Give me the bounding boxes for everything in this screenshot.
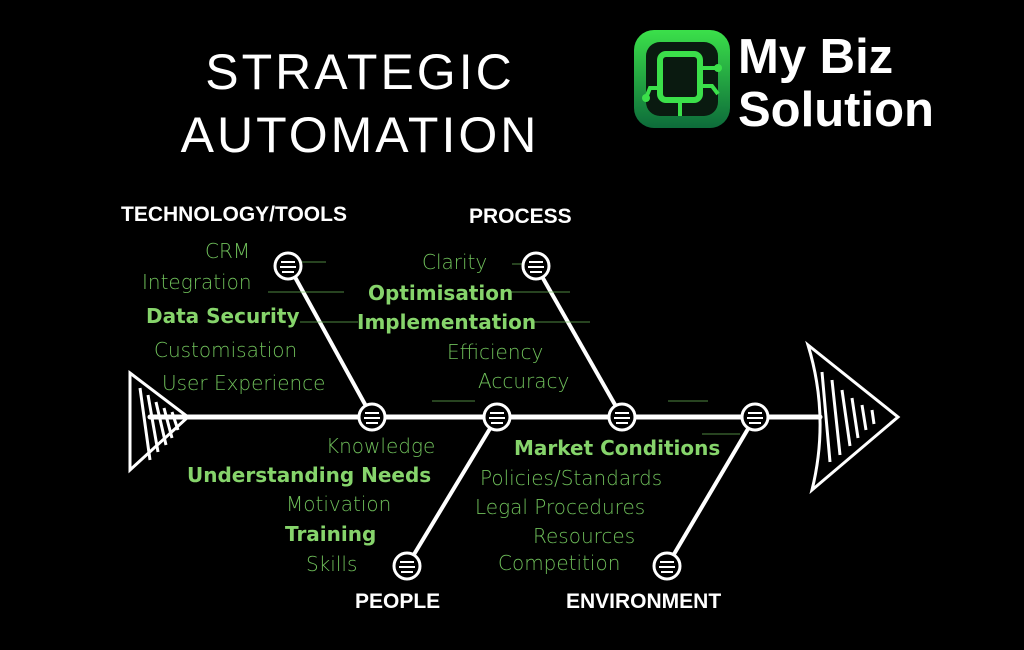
fishbone-tail-icon [128,369,191,474]
category-environment-label: ENVIRONMENT [566,590,722,613]
list-item: Customisation [154,338,298,362]
list-item: Clarity [422,250,488,274]
category-process-label: PROCESS [469,205,572,228]
page-title-line2: AUTOMATION [180,107,540,163]
rib-process [534,265,624,418]
node-circle-icon [607,402,637,432]
list-item: Training [285,522,377,546]
connector-lines [268,261,740,435]
rib-environment [665,415,757,568]
node-circle-icon [740,402,770,432]
node-circle-icon [273,251,303,281]
fishbone-arrow-head-icon [805,340,901,495]
list-item: Understanding Needs [187,463,432,487]
brand-name-line2: Solution [738,83,934,137]
node-circle-icon [482,402,512,432]
category-people-label: PEOPLE [355,590,441,613]
list-item: Knowledge [326,434,436,458]
list-item: Implementation [357,310,537,334]
rib-people [405,415,499,568]
list-item: Data Security [146,304,300,328]
list-item: Resources [533,524,636,548]
brand-name-line1: My Biz [738,30,894,84]
list-item: Legal Procedures [475,495,646,519]
list-item: Efficiency [447,340,544,364]
list-item: Competition [498,551,621,575]
list-item: Integration [142,270,252,294]
list-item: Market Conditions [514,436,721,460]
page-title-line1: STRATEGIC [205,44,515,100]
node-circle-icon [652,551,682,581]
node-circle-icon [392,551,422,581]
list-item: User Experience [162,371,326,395]
rib-technology [288,267,374,418]
category-technology-label: TECHNOLOGY/TOOLS [121,203,347,226]
list-item: Motivation [286,492,392,516]
list-item: Accuracy [478,369,570,393]
list-item: Optimisation [368,281,514,305]
list-item: CRM [205,239,251,263]
logo-circuit-icon [634,30,730,128]
list-item: Policies/Standards [480,466,663,490]
node-circle-icon [521,251,551,281]
node-circle-icon [357,402,387,432]
list-item: Skills [306,552,358,576]
